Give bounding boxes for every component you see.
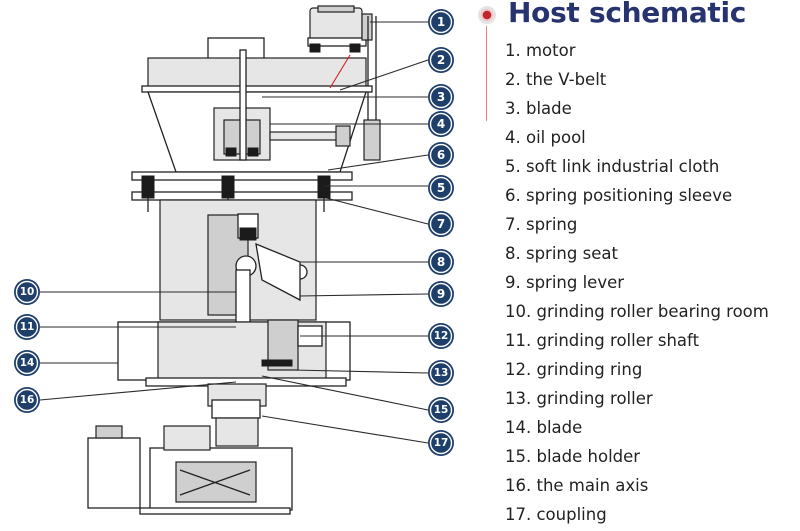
- title-divider: [486, 26, 487, 121]
- machine-schematic: 1 2 3 4 6 5 7 8 9 10 11 12 14 13 16 15 1: [14, 5, 454, 515]
- legend-item: 13. grinding roller: [505, 389, 653, 408]
- badge-10: 10: [14, 279, 40, 305]
- svg-text:15: 15: [434, 404, 449, 416]
- legend-item: 11. grinding roller shaft: [505, 331, 700, 350]
- svg-text:7: 7: [437, 217, 445, 231]
- badge-16: 16: [14, 387, 40, 413]
- legend-item: 7. spring: [505, 215, 578, 234]
- badge-2: 2: [428, 47, 454, 73]
- legend-item: 17. coupling: [505, 505, 607, 524]
- svg-text:12: 12: [434, 330, 449, 342]
- legend-list: 1. motor 2. the V-belt 3. blade 4. oil p…: [505, 38, 769, 531]
- svg-text:6: 6: [437, 148, 445, 162]
- legend-item: 6. spring positioning sleeve: [505, 186, 733, 205]
- svg-text:8: 8: [437, 255, 445, 269]
- legend-item: 15. blade holder: [505, 447, 641, 466]
- legend-item: 3. blade: [505, 99, 572, 118]
- legend-panel: Host schematic 1. motor 2. the V-belt 3.…: [478, 0, 800, 530]
- badge-3: 3: [428, 84, 454, 110]
- badge-15: 15: [428, 397, 454, 423]
- svg-text:2: 2: [437, 53, 445, 67]
- legend-item: 9. spring lever: [505, 273, 625, 292]
- svg-text:14: 14: [20, 357, 35, 369]
- svg-text:10: 10: [20, 286, 35, 298]
- svg-text:3: 3: [437, 90, 445, 104]
- svg-text:1: 1: [437, 15, 445, 29]
- svg-text:4: 4: [437, 117, 445, 131]
- badge-4: 4: [428, 111, 454, 137]
- motor-drawing: [307, 5, 373, 53]
- grinding-zone: [117, 319, 351, 407]
- svg-text:5: 5: [437, 181, 445, 195]
- badge-1: 1: [428, 9, 454, 35]
- legend-item: 16. the main axis: [505, 476, 649, 495]
- main-body: [159, 199, 317, 391]
- badge-5: 5: [428, 175, 454, 201]
- badge-9: 9: [428, 281, 454, 307]
- badge-7: 7: [428, 211, 454, 237]
- legend-item: 12. grinding ring: [505, 360, 643, 379]
- legend-item: 1. motor: [505, 41, 576, 60]
- badge-11: 11: [14, 314, 40, 340]
- title-bullet-icon: [478, 6, 496, 24]
- badge-13: 13: [428, 360, 454, 386]
- legend-item: 5. soft link industrial cloth: [505, 157, 720, 176]
- badge-17: 17: [428, 430, 454, 456]
- legend-item: 14. blade: [505, 418, 583, 437]
- reducer-drawing: [87, 399, 293, 515]
- svg-text:17: 17: [434, 437, 449, 449]
- top-housing: [141, 37, 373, 173]
- legend-item: 8. spring seat: [505, 244, 618, 263]
- svg-text:16: 16: [20, 394, 35, 406]
- svg-text:13: 13: [434, 367, 449, 379]
- badge-12: 12: [428, 323, 454, 349]
- badge-14: 14: [14, 350, 40, 376]
- svg-text:9: 9: [437, 287, 445, 301]
- legend-title: Host schematic: [508, 0, 747, 29]
- spring-flange: [131, 171, 353, 212]
- badge-6: 6: [428, 142, 454, 168]
- legend-item: 2. the V-belt: [505, 70, 607, 89]
- legend-item: 4. oil pool: [505, 128, 586, 147]
- legend-item: 10. grinding roller bearing room: [505, 302, 769, 321]
- badge-8: 8: [428, 249, 454, 275]
- leader-lines: [39, 21, 429, 444]
- svg-text:11: 11: [20, 321, 35, 333]
